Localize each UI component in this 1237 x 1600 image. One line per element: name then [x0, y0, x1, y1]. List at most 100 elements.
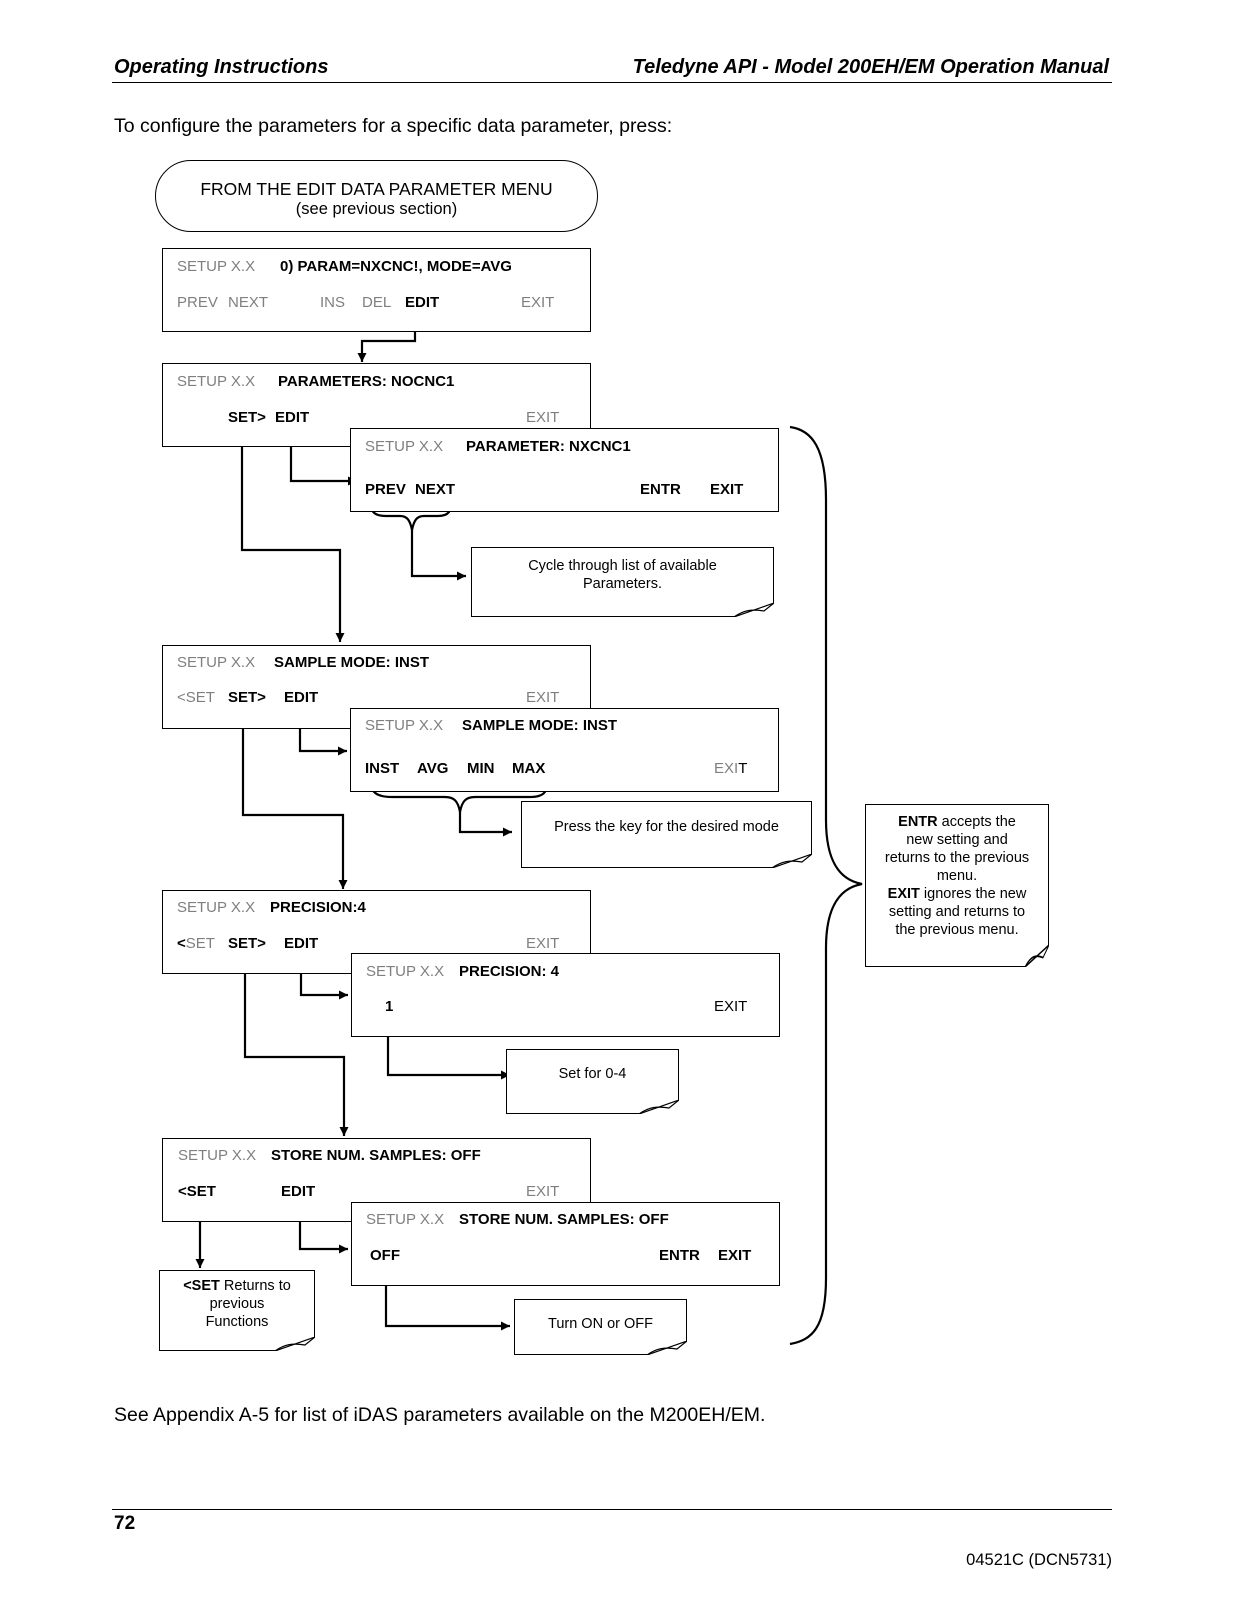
screen-sample-mode-select: SETUP X.X SAMPLE MODE: INST INST AVG MIN…	[350, 708, 779, 792]
note-desired-mode: Press the key for the desired mode	[521, 801, 812, 868]
page-fold-icon	[647, 1341, 687, 1355]
note-bold: EXIT	[887, 886, 920, 902]
outro-text: See Appendix A-5 for list of iDAS parame…	[114, 1404, 766, 1426]
note-turn-on-off: Turn ON or OFF	[514, 1299, 687, 1355]
screen-message: SAMPLE MODE: INST	[462, 717, 618, 734]
header-manual-title: Teledyne API - Model 200EH/EM Operation …	[632, 56, 1109, 78]
set-back-key-part: SET	[185, 935, 215, 952]
note-text: ignores the new	[919, 886, 1027, 902]
max-key[interactable]: MAX	[512, 760, 546, 777]
setup-label: SETUP X.X	[178, 1147, 257, 1164]
note-line: the previous menu.	[895, 922, 1019, 938]
screen-message: SAMPLE MODE: INST	[274, 654, 430, 671]
inst-key[interactable]: INST	[365, 760, 400, 777]
setup-label: SETUP X.X	[365, 438, 444, 455]
exit-key-part: T	[738, 760, 748, 777]
edit-key[interactable]: EDIT	[405, 294, 440, 311]
intro-text: To configure the parameters for a specif…	[114, 115, 673, 137]
screen-store-num-samples-set: SETUP X.X STORE NUM. SAMPLES: OFF OFF EN…	[351, 1202, 780, 1286]
entr-key[interactable]: ENTR	[640, 481, 681, 498]
page-number: 72	[114, 1513, 136, 1534]
note-line: setting and returns to	[888, 904, 1026, 920]
page-fold-icon	[639, 1100, 679, 1114]
prev-key[interactable]: PREV	[177, 294, 218, 311]
screen-parameter-select: SETUP X.X PARAMETER: NXCNC1 PREV NEXT EN…	[350, 428, 779, 512]
screen-message: STORE NUM. SAMPLES: OFF	[271, 1147, 481, 1164]
note-line: EXIT ignores the new	[866, 885, 1048, 903]
exit-key[interactable]: EXIT	[521, 294, 555, 311]
next-key[interactable]: NEXT	[415, 481, 456, 498]
edit-key[interactable]: EDIT	[284, 689, 319, 706]
start-line2: (see previous section)	[295, 200, 458, 218]
screen-message: PARAMETERS: NOCNC1	[278, 373, 455, 390]
screen-message: PRECISION:4	[270, 899, 366, 916]
header-rule	[112, 82, 1112, 83]
note-text: accepts the	[937, 814, 1016, 830]
note-line: Functions	[205, 1314, 269, 1330]
start-line1: FROM THE EDIT DATA PARAMETER MENU	[200, 179, 553, 199]
note-line: <SET Returns to	[160, 1277, 314, 1295]
setup-label: SETUP X.X	[177, 899, 256, 916]
ins-key[interactable]: INS	[320, 294, 346, 311]
exit-key[interactable]: EXIT	[714, 760, 747, 777]
screen-message: STORE NUM. SAMPLES: OFF	[459, 1211, 669, 1228]
document-code: 04521C (DCN5731)	[966, 1551, 1112, 1569]
edit-key[interactable]: EDIT	[281, 1183, 316, 1200]
avg-key[interactable]: AVG	[417, 760, 449, 777]
note-line: ENTR accepts the	[866, 813, 1048, 831]
note-line: Set for 0-4	[558, 1066, 627, 1082]
screen-edit-data-param: SETUP X.X 0) PARAM=NXCNC!, MODE=AVG PREV…	[162, 248, 591, 332]
setup-label: SETUP X.X	[366, 1211, 445, 1228]
note-set-returns: <SET Returns to previous Functions	[159, 1270, 315, 1351]
prev-key[interactable]: PREV	[365, 481, 406, 498]
setup-label: SETUP X.X	[177, 258, 256, 275]
note-line: new setting and	[906, 832, 1008, 848]
exit-key[interactable]: EXIT	[714, 998, 748, 1015]
set-forward-key[interactable]: SET>	[228, 409, 266, 426]
start-terminal: FROM THE EDIT DATA PARAMETER MENU (see p…	[155, 160, 598, 232]
min-key[interactable]: MIN	[467, 760, 495, 777]
exit-key[interactable]: EXIT	[526, 689, 560, 706]
entr-key[interactable]: ENTR	[659, 1247, 700, 1264]
screen-precision-set: SETUP X.X PRECISION: 4 1 EXIT	[351, 953, 780, 1037]
exit-key[interactable]: EXIT	[526, 409, 560, 426]
digit-key[interactable]: 1	[385, 998, 394, 1015]
set-back-key[interactable]: <SET	[178, 1183, 216, 1200]
note-line: Parameters.	[583, 576, 662, 592]
note-line: previous	[209, 1296, 265, 1312]
setup-label: SETUP X.X	[177, 654, 256, 671]
del-key[interactable]: DEL	[362, 294, 392, 311]
note-line: Cycle through list of available	[528, 558, 717, 574]
note-bold: ENTR	[898, 814, 938, 830]
next-key[interactable]: NEXT	[228, 294, 269, 311]
off-key[interactable]: OFF	[370, 1247, 400, 1264]
set-forward-key[interactable]: SET>	[228, 689, 266, 706]
exit-key[interactable]: EXIT	[526, 935, 560, 952]
page-fold-icon	[275, 1337, 315, 1351]
note-bold: <SET	[183, 1278, 220, 1294]
set-back-key[interactable]: <SET	[177, 935, 215, 952]
footer-rule	[112, 1509, 1112, 1510]
page-fold-icon	[734, 603, 774, 617]
note-line: Press the key for the desired mode	[554, 819, 779, 835]
note-text: Returns to	[219, 1278, 291, 1294]
note-line: returns to the previous	[884, 850, 1030, 866]
note-cycle-parameters: Cycle through list of available Paramete…	[471, 547, 774, 617]
screen-message: PRECISION: 4	[459, 963, 560, 980]
exit-key[interactable]: EXIT	[710, 481, 744, 498]
page-fold-icon	[772, 854, 812, 868]
set-back-key-part: <	[177, 935, 186, 952]
edit-key[interactable]: EDIT	[275, 409, 310, 426]
note-line: menu.	[936, 868, 978, 884]
setup-label: SETUP X.X	[177, 373, 256, 390]
exit-key[interactable]: EXIT	[526, 1183, 560, 1200]
set-forward-key[interactable]: SET>	[228, 935, 266, 952]
screen-message: 0) PARAM=NXCNC!, MODE=AVG	[280, 258, 512, 275]
set-back-key[interactable]: <SET	[177, 689, 215, 706]
exit-key-part: EXI	[714, 760, 739, 777]
exit-key[interactable]: EXIT	[718, 1247, 752, 1264]
note-entr-exit: ENTR accepts the new setting and returns…	[865, 804, 1049, 967]
page-fold-icon	[1025, 945, 1049, 967]
edit-key[interactable]: EDIT	[284, 935, 319, 952]
header-section-title: Operating Instructions	[114, 56, 329, 78]
